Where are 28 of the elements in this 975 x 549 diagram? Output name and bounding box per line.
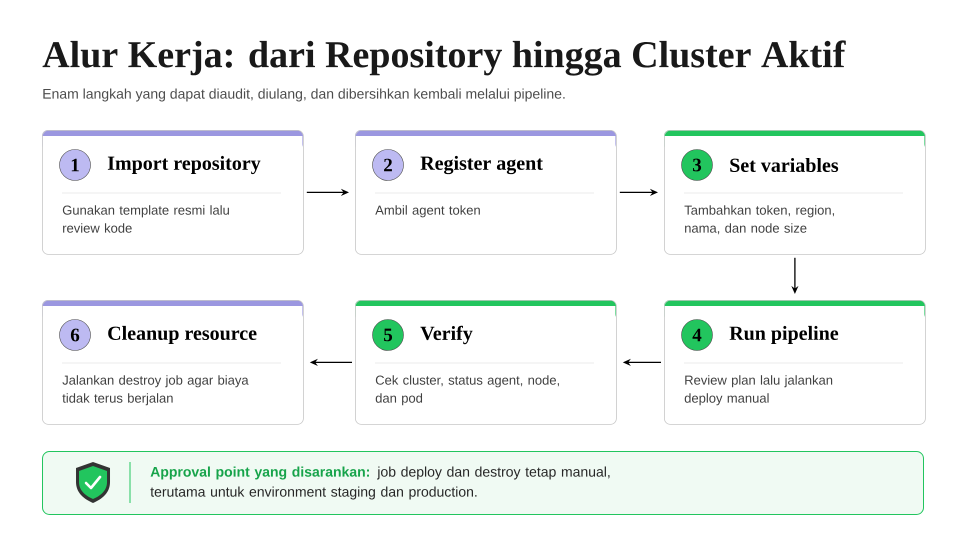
step-card [664,300,926,425]
step-description: Gunakan template resmi lalu review kode [62,205,229,233]
step-card [355,130,617,255]
step-title: Set variables [730,158,838,172]
step-title: Run pipeline [730,326,838,344]
step-card [42,300,304,425]
step-card [664,130,926,255]
step-number: 2 [372,149,404,181]
step-description: Review plan lalu jalankan deploy manual [684,375,832,406]
note-box [42,451,924,515]
step-card [355,300,617,425]
step-title: Verify [420,326,473,344]
step-title: Import repository [108,156,260,174]
step-description: Tambahkan token, region, nama, dan node size [684,205,834,234]
subtitle: Enam langkah yang dapat diaudit, diulang, dan dibersihkan kembali melalui pipeline. [43,88,565,102]
step-description: Cek cluster, status agent, node, dan pod [376,375,559,406]
step-title: Cleanup resource [108,326,256,344]
title: Alur Kerja: dari Repository hingga Cluster Aktif [42,40,846,76]
step-number: 5 [372,319,404,351]
step-number: 6 [59,319,91,351]
step-title: Register agent [420,156,543,174]
step-number: 4 [681,319,713,351]
step-description: Jalankan destroy job agar biaya tidak terus berjalan [62,375,249,406]
step-number: 1 [59,149,91,181]
note-text: Approval point yang disarankan: job deploy dan destroy tetap manual, terutama untuk environment staging dan production. [150,466,610,500]
step-card [42,130,304,255]
step-description: Ambil agent token [375,205,480,218]
step-number: 3 [681,149,713,181]
